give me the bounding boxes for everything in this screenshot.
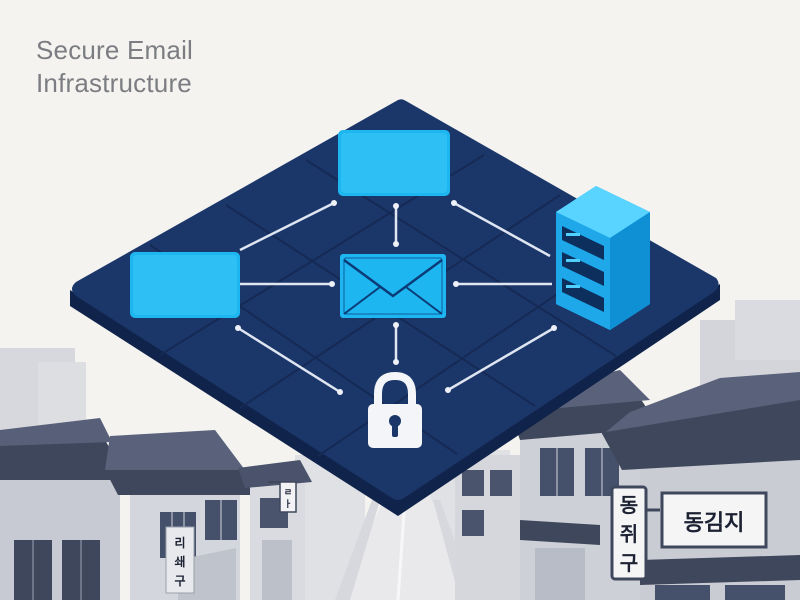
small-sign-char-1: ㄹ xyxy=(284,488,292,498)
server-icon xyxy=(556,186,650,330)
padlock-icon xyxy=(368,371,422,448)
left-houses xyxy=(0,418,312,600)
hanging-sign: 동 쥐 구 xyxy=(610,485,660,581)
client-window-top xyxy=(338,130,450,196)
shop-sign-text: 동김지 xyxy=(684,511,745,536)
client-window-left xyxy=(130,252,240,318)
title-line-2: Infrastructure xyxy=(36,68,192,98)
left-wall-sign-char-1: 리 xyxy=(174,535,185,550)
connector-lines xyxy=(237,201,555,394)
hanging-sign-char-1: 동 xyxy=(620,493,638,517)
left-wall-sign-char-2: 쇄 xyxy=(174,554,185,569)
connector-dots xyxy=(235,200,557,395)
small-sign-char-2: ㅏ xyxy=(284,499,292,510)
shop-sign: 동김지 xyxy=(660,491,768,549)
hanging-sign-char-2: 쥐 xyxy=(620,522,638,546)
left-wall-sign: 리 쇄 구 xyxy=(165,526,195,594)
title-line-1: Secure Email xyxy=(36,35,194,65)
street xyxy=(335,495,476,600)
left-wall-sign-char-3: 구 xyxy=(174,574,185,588)
page-title: Secure Email Infrastructure xyxy=(36,34,193,100)
hanging-sign-char-3: 구 xyxy=(620,551,638,575)
envelope-icon xyxy=(340,254,446,318)
small-hanging-sign: ㄹ ㅏ xyxy=(268,481,297,513)
